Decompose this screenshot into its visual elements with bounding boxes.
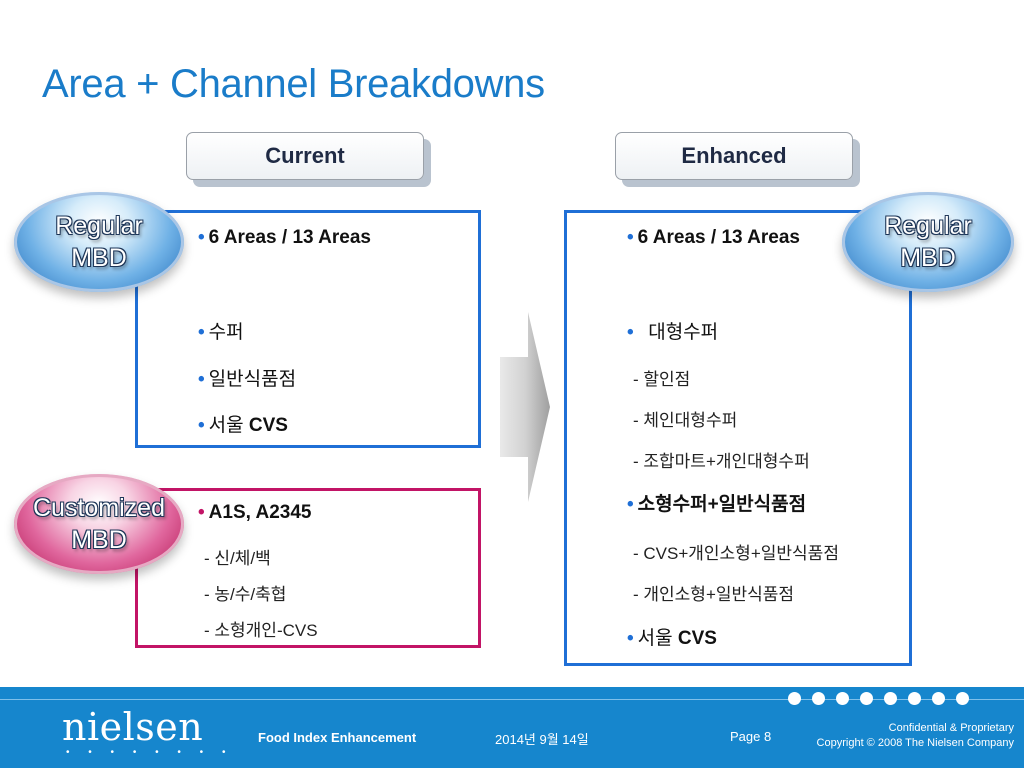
nielsen-logo: nielsen xyxy=(62,705,204,749)
footer-date: 2014년 9월 14일 xyxy=(495,732,589,747)
enhanced-seoul-cvs: •서울 CVS xyxy=(627,628,717,649)
footer-confidential: Confidential & Proprietary xyxy=(888,722,1014,734)
enhanced-chain-large: - 체인대형수퍼 xyxy=(633,411,738,430)
enhanced-private-small: - 개인소형+일반식품점 xyxy=(633,585,795,604)
right-arrow-icon xyxy=(500,312,550,502)
current-seoul-cvs: •서울 CVS xyxy=(198,415,288,436)
enhanced-coop-mart: - 조합마트+개인대형수퍼 xyxy=(633,452,810,471)
footer-copyright: Copyright © 2008 The Nielsen Company xyxy=(816,737,1014,749)
bullet-icon: • xyxy=(627,322,634,343)
footer: nielsen • • • • • • • • Food Index Enhan… xyxy=(0,687,1024,768)
bullet-icon: • xyxy=(198,369,205,390)
footer-dots-decoration xyxy=(788,692,969,705)
logo-dots: • • • • • • • • xyxy=(66,747,234,758)
current-super: •수퍼 xyxy=(198,322,244,343)
enhanced-small-super: •소형수퍼+일반식품점 xyxy=(627,494,807,515)
footer-project: Food Index Enhancement xyxy=(258,730,417,745)
current-areas: •6 Areas / 13 Areas xyxy=(198,227,371,248)
enhanced-large-super: • 대형수퍼 xyxy=(627,322,719,343)
bullet-icon: • xyxy=(627,628,634,649)
customized-a1s: •A1S, A2345 xyxy=(198,502,312,523)
bullet-icon: • xyxy=(198,322,205,343)
bullet-icon: • xyxy=(198,227,205,248)
enhanced-label: Enhanced xyxy=(615,132,853,180)
bullet-icon: • xyxy=(627,227,634,248)
current-customized-panel: •A1S, A2345 - 신/체/백 - 농/수/축협 - 소형개인-CVS xyxy=(135,488,481,648)
bullet-icon: • xyxy=(198,502,205,523)
enhanced-areas: •6 Areas / 13 Areas xyxy=(627,227,800,248)
bullet-icon: • xyxy=(198,415,205,436)
footer-page-number: Page 8 xyxy=(730,729,772,744)
customized-sub-1: - 신/체/백 xyxy=(204,549,271,568)
current-general-food: •일반식품점 xyxy=(198,369,297,390)
footer-divider xyxy=(0,699,1024,700)
enhanced-panel: •6 Areas / 13 Areas • 대형수퍼 - 할인점 - 체인대형수… xyxy=(564,210,912,666)
bullet-icon: • xyxy=(627,494,634,515)
enhanced-cvs-small: - CVS+개인소형+일반식품점 xyxy=(633,544,839,563)
current-label: Current xyxy=(186,132,424,180)
customized-sub-2: - 농/수/축협 xyxy=(204,585,287,604)
current-regular-panel: •6 Areas / 13 Areas •수퍼 •일반식품점 •서울 CVS xyxy=(135,210,481,448)
page-title: Area + Channel Breakdowns xyxy=(42,62,545,106)
customized-sub-3: - 소형개인-CVS xyxy=(204,621,318,640)
enhanced-discount: - 할인점 xyxy=(633,370,691,389)
